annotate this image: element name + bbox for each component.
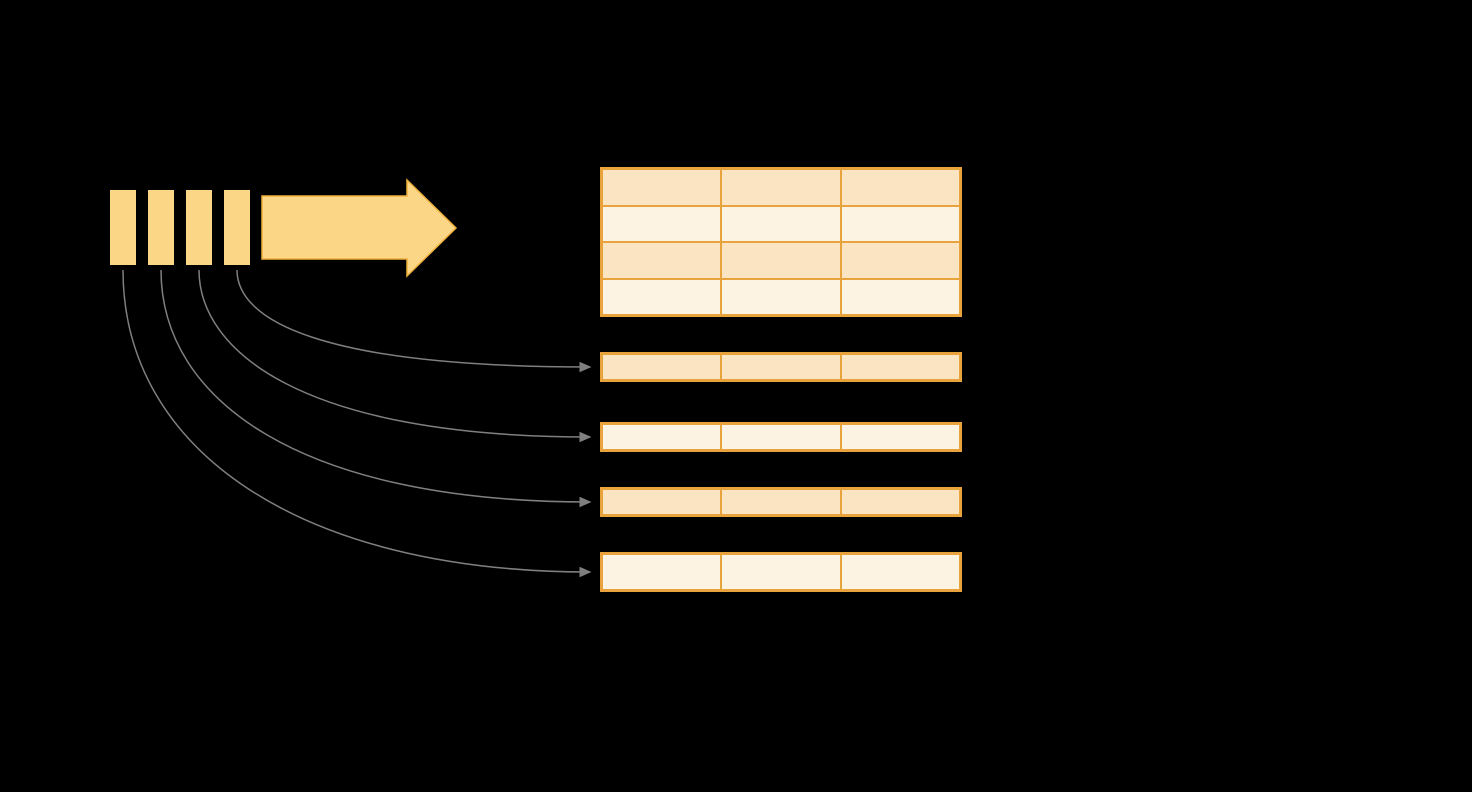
table-cell (840, 205, 960, 242)
stream-bar (186, 190, 212, 265)
main-table (600, 167, 962, 317)
table-cell (721, 554, 841, 590)
table-cell (602, 169, 722, 206)
table-cell (721, 169, 841, 206)
row-table-4 (600, 552, 962, 592)
table-cell (602, 424, 722, 450)
row-table-2 (600, 422, 962, 452)
flow-arrow-icon (261, 178, 458, 278)
row-table-1 (600, 352, 962, 382)
table-cell (602, 205, 722, 242)
stream-bar (224, 190, 250, 265)
connector-arrow (198, 269, 592, 443)
connector-arrow (236, 269, 592, 373)
table-cell (602, 489, 722, 515)
table-cell (840, 278, 960, 315)
table-cell (721, 354, 841, 380)
table-cell (602, 554, 722, 590)
stream-bars (110, 190, 250, 265)
table-cell (721, 424, 841, 450)
table-cell (840, 554, 960, 590)
table-cell (840, 489, 960, 515)
table-cell (840, 242, 960, 279)
flow-arrow-shape (261, 178, 458, 278)
table-cell (840, 169, 960, 206)
table-cell (721, 205, 841, 242)
stream-bar (110, 190, 136, 265)
table-cell (721, 242, 841, 279)
stream-bar (148, 190, 174, 265)
table-cell (721, 278, 841, 315)
table-cell (721, 489, 841, 515)
connector-arrow (122, 269, 592, 578)
table-cell (840, 424, 960, 450)
table-cell (602, 354, 722, 380)
table-cell (840, 354, 960, 380)
table-cell (602, 278, 722, 315)
connector-arrow (160, 269, 592, 508)
table-cell (602, 242, 722, 279)
row-table-3 (600, 487, 962, 517)
